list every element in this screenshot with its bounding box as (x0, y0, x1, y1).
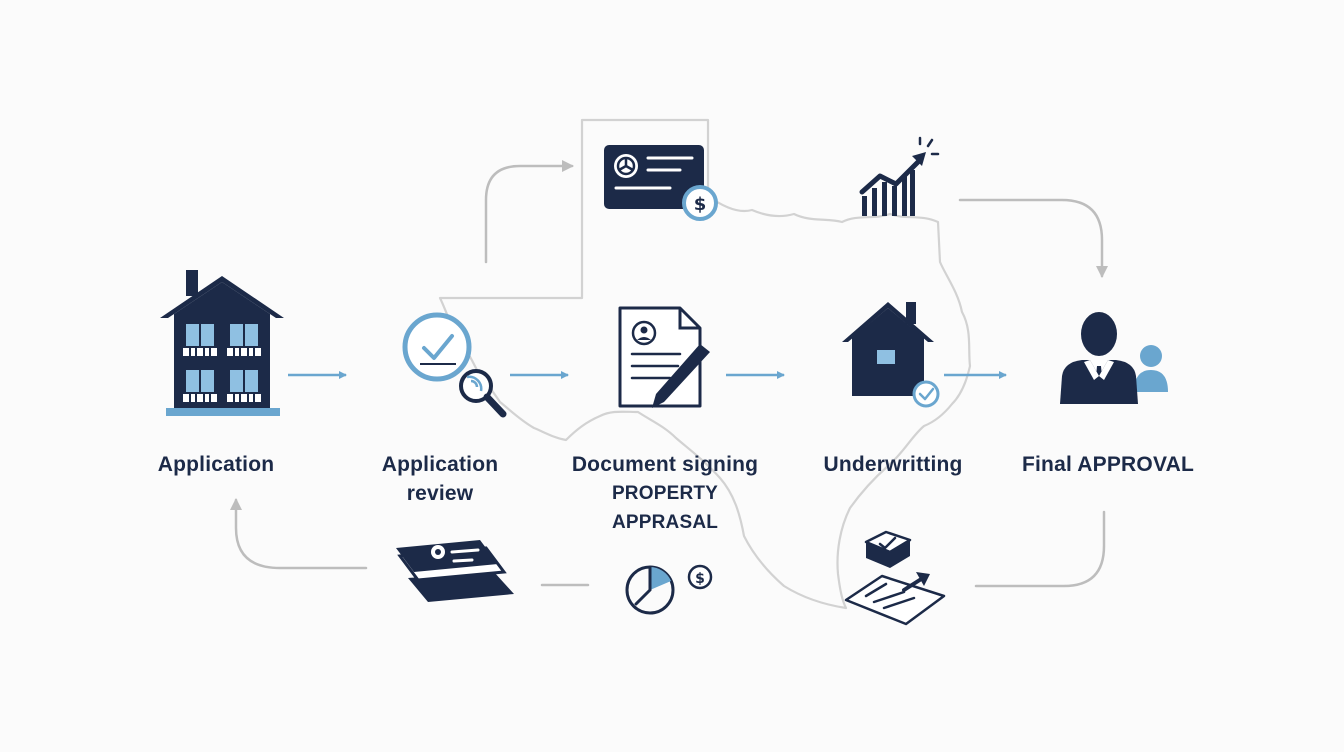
step-label-application-review: Application review (352, 450, 528, 508)
cards-icon (396, 540, 514, 602)
step-label-document-signing: Document signing PROPERTY APPRASAL (552, 450, 778, 537)
credit-card-dollar-icon: $ (604, 145, 718, 221)
svg-text:$: $ (694, 194, 707, 215)
step-label-line: PROPERTY (611, 483, 719, 504)
house-building-icon (160, 270, 284, 416)
connector-bottom-right (974, 510, 1106, 588)
step-label-line: Application (157, 453, 275, 476)
document-pen-icon (618, 306, 710, 408)
growth-chart-icon (859, 136, 940, 216)
connector-bottom-left (230, 498, 368, 570)
connector-top-right (958, 198, 1108, 278)
step-label-final-approval: Final APPROVAL (1014, 450, 1202, 479)
step-label-line: APPRASAL (611, 512, 719, 533)
step-label-line: Underwritting (823, 453, 963, 476)
step-label-line: Document signing (571, 453, 759, 476)
step-label-underwritting: Underwritting (800, 450, 986, 479)
step-label-line: Final APPROVAL (1022, 453, 1194, 476)
texas-map-outline (438, 118, 972, 610)
connector-lines (230, 160, 1108, 588)
businessman-icon (1060, 312, 1168, 404)
step-label-line: Application (381, 453, 499, 476)
house-check-icon (842, 302, 940, 408)
step-label-line: review (406, 482, 474, 505)
box-document-icon (844, 530, 946, 626)
pie-dollar-icon: $ (625, 564, 713, 615)
step-label-application: Application (136, 450, 296, 479)
magnifier-check-icon (402, 312, 507, 418)
svg-text:$: $ (695, 571, 705, 587)
connector-top-left (484, 160, 574, 264)
